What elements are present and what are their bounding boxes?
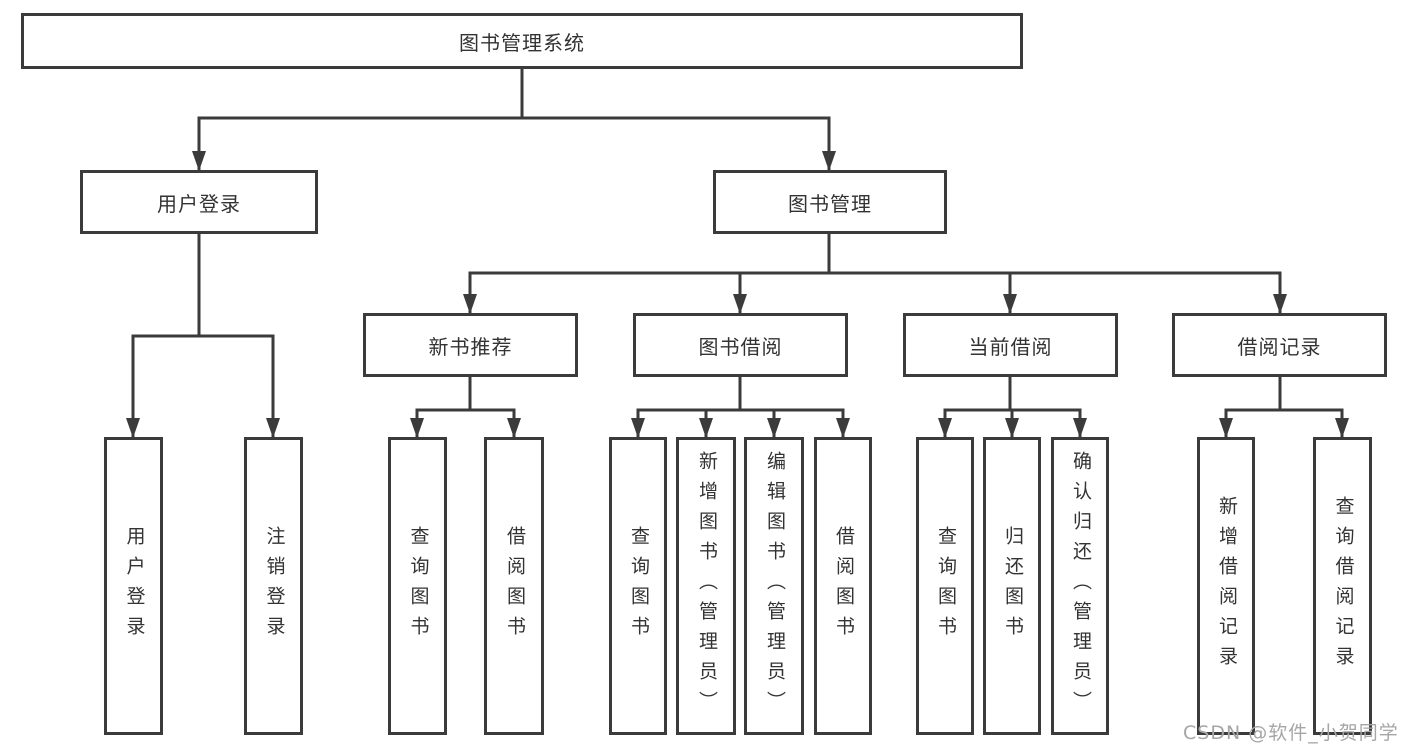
leaf-user-login-label: 用户登录 bbox=[123, 526, 146, 646]
node-library-management-system: 图书管理系统 bbox=[21, 13, 1023, 69]
leaf-query-book-current: 查询图书 bbox=[916, 437, 974, 735]
connector-book-borrow-to-leaves bbox=[631, 377, 850, 438]
node-current-borrow: 当前借阅 bbox=[903, 313, 1118, 377]
leaf-return-book-label: 归还图书 bbox=[1001, 526, 1024, 646]
leaf-add-book-admin: 新增图书（管理员） bbox=[676, 437, 736, 735]
leaf-borrow-book-recommend: 借阅图书 bbox=[484, 437, 544, 735]
connector-user-login-to-leaves bbox=[126, 234, 280, 438]
connector-borrow-record-to-leaves bbox=[1219, 377, 1349, 438]
leaf-borrow-book: 借阅图书 bbox=[814, 437, 872, 735]
leaf-add-book-admin-label: 新增图书（管理员） bbox=[695, 451, 718, 721]
leaf-query-borrow-record: 查询借阅记录 bbox=[1313, 437, 1372, 735]
leaf-confirm-return-admin-label: 确认归还（管理员） bbox=[1069, 451, 1092, 721]
leaf-edit-book-admin: 编辑图书（管理员） bbox=[744, 437, 804, 735]
leaf-borrow-book-recommend-label: 借阅图书 bbox=[503, 526, 526, 646]
leaf-add-borrow-record-label: 新增借阅记录 bbox=[1215, 496, 1238, 676]
leaf-borrow-book-label: 借阅图书 bbox=[832, 526, 855, 646]
connector-book-management-to-level3 bbox=[463, 234, 1287, 314]
leaf-query-book-recommend: 查询图书 bbox=[388, 437, 447, 735]
leaf-query-borrow-record-label: 查询借阅记录 bbox=[1332, 496, 1355, 676]
csdn-watermark: CSDN @软件_小贺同学 bbox=[1183, 722, 1399, 744]
leaf-logout-label: 注销登录 bbox=[263, 526, 286, 646]
leaf-query-book-borrow-label: 查询图书 bbox=[627, 526, 650, 646]
connector-current-borrow-to-leaves bbox=[938, 377, 1087, 438]
leaf-query-book-recommend-label: 查询图书 bbox=[407, 526, 430, 646]
leaf-user-login: 用户登录 bbox=[104, 437, 163, 735]
node-book-borrow: 图书借阅 bbox=[633, 313, 848, 377]
connector-root-to-level2 bbox=[192, 69, 836, 171]
node-book-management: 图书管理 bbox=[713, 170, 947, 234]
connector-new-book-recommend-to-leaves bbox=[410, 377, 521, 438]
leaf-confirm-return-admin: 确认归还（管理员） bbox=[1051, 437, 1109, 735]
leaf-add-borrow-record: 新增借阅记录 bbox=[1197, 437, 1255, 735]
leaf-query-book-borrow: 查询图书 bbox=[609, 437, 667, 735]
leaf-query-book-current-label: 查询图书 bbox=[934, 526, 957, 646]
node-borrow-record: 借阅记录 bbox=[1172, 313, 1387, 377]
leaf-edit-book-admin-label: 编辑图书（管理员） bbox=[763, 451, 786, 721]
node-new-book-recommend: 新书推荐 bbox=[363, 313, 578, 377]
node-user-login: 用户登录 bbox=[80, 170, 318, 234]
leaf-logout: 注销登录 bbox=[244, 437, 303, 735]
leaf-return-book: 归还图书 bbox=[983, 437, 1041, 735]
